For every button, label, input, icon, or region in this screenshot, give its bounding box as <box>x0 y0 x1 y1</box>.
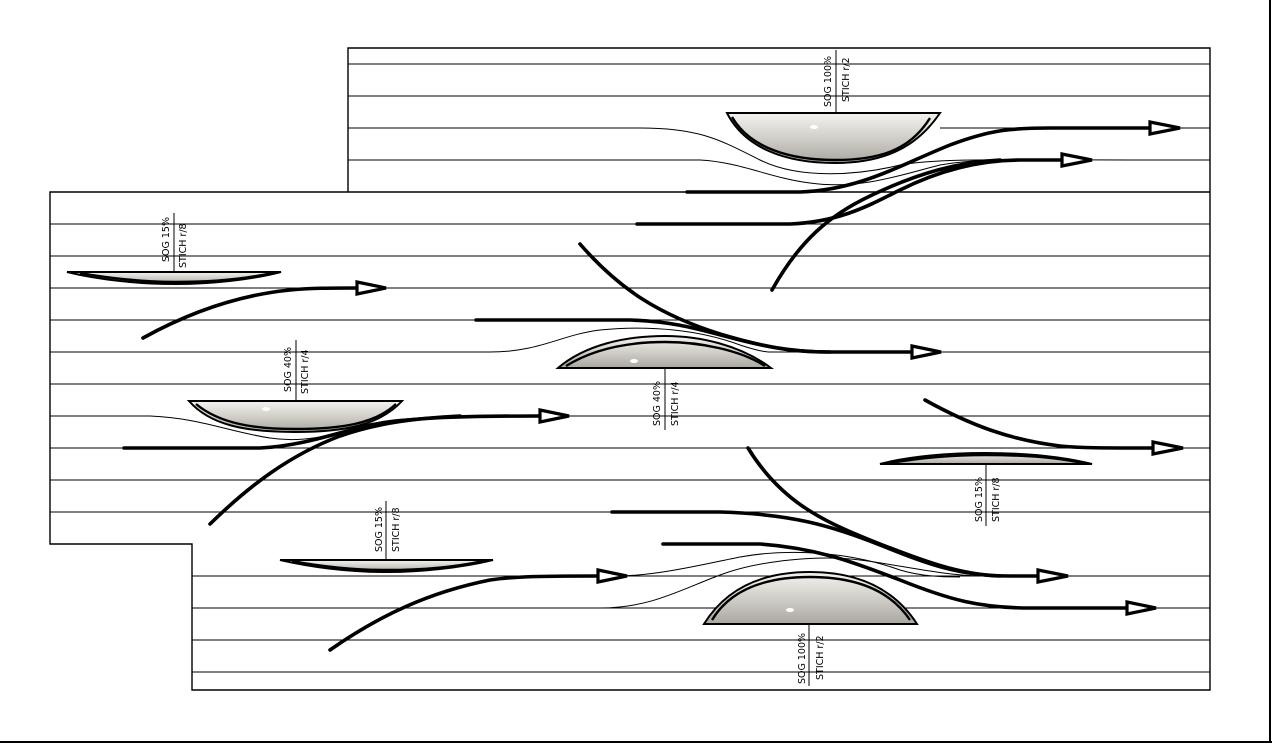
lens-bottomleft-sog15 <box>279 559 494 574</box>
labels: SOG 100% STICH r/2 SOG 15% STICH r/8 SOG… <box>161 56 1002 684</box>
label-sog-bottomleft: SOG 15% <box>374 507 385 552</box>
lens-middle-sog40 <box>555 334 775 369</box>
label-sog-topleft: SOG 15% <box>161 217 172 262</box>
ray-left-2 <box>208 414 462 526</box>
ray-top-1 <box>685 126 1152 194</box>
ray-bottom-3 <box>746 446 1002 578</box>
label-sog-right: SOG 15% <box>974 477 985 522</box>
ray-right <box>923 398 1155 450</box>
ray-paths <box>122 126 1155 652</box>
arrow-head-icon <box>1125 600 1157 616</box>
label-stich-right: STICH r/8 <box>991 477 1002 522</box>
arrow-head-icon <box>1060 152 1093 168</box>
ray-top-3 <box>770 158 1002 292</box>
ray-left-1 <box>122 414 542 450</box>
arrow-head-icon <box>355 280 387 296</box>
arrow-head-icon <box>538 408 570 424</box>
arrow-head-icon <box>1148 120 1181 136</box>
label-stich-middle: STICH r/4 <box>670 381 681 426</box>
ray-topleft <box>141 286 359 340</box>
arrow-head-icon <box>1036 568 1069 584</box>
label-stich-topleft: STICH r/8 <box>178 223 189 268</box>
label-sog-bottom: SOG 100% <box>797 633 808 684</box>
label-sog-top: SOG 100% <box>823 56 834 107</box>
label-sog-left: SOG 40% <box>283 347 294 392</box>
label-stich-top: STICH r/2 <box>841 57 852 102</box>
arrow-head-icon <box>910 344 942 360</box>
arrow-heads <box>355 120 1184 616</box>
lens-topleft-sog15 <box>66 271 282 286</box>
label-sog-middle: SOG 40% <box>652 381 663 426</box>
grid-lines <box>50 63 1210 673</box>
label-stich-bottom: STICH r/2 <box>815 635 826 680</box>
lens-left-sog40 <box>186 400 405 434</box>
arrow-head-icon <box>596 568 628 584</box>
label-ticks <box>173 50 987 686</box>
ray-mid-2 <box>578 242 832 354</box>
ray-bottomleft <box>328 574 600 652</box>
lens-right-sog15 <box>879 451 1093 465</box>
arrow-head-icon <box>1151 440 1184 456</box>
label-stich-bottomleft: STICH r/8 <box>391 507 402 552</box>
lens-top-sog100 <box>725 112 942 165</box>
lens-bottom-sog100 <box>702 570 919 625</box>
label-stich-left: STICH r/4 <box>300 349 311 394</box>
ray-bottom-2 <box>661 542 1129 610</box>
